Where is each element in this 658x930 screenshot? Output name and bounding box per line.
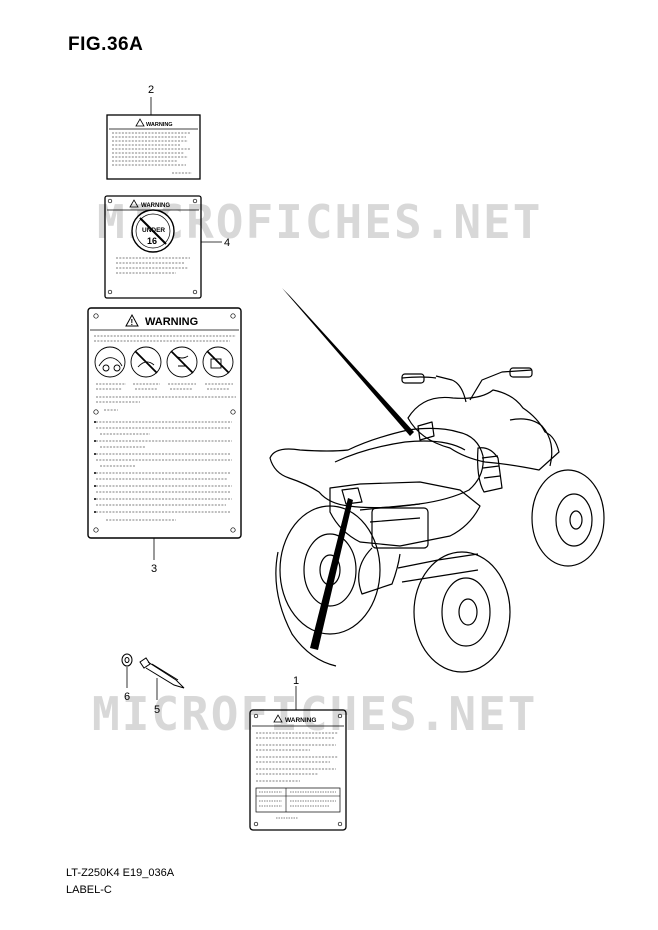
rivet-part-5 <box>139 657 185 689</box>
pictogram-icons <box>94 346 234 378</box>
watermark-bottom: MICROFICHES.NET <box>92 687 537 741</box>
label-4-warning-text: WARNING <box>141 203 170 209</box>
callout-2: 2 <box>148 84 154 96</box>
warning-triangle-icon <box>129 199 139 208</box>
label-2: WARNING <box>106 114 201 180</box>
footer-label: LABEL-C <box>66 884 112 896</box>
callout-3: 3 <box>151 563 157 575</box>
footer-code: LT-Z250K4 E19_036A <box>66 867 175 879</box>
callout-1: 1 <box>293 675 299 687</box>
warning-triangle-icon <box>125 313 139 327</box>
label-1-warning-text: WARNING <box>285 717 316 724</box>
svg-text:!: ! <box>131 318 134 327</box>
warning-triangle-icon <box>135 118 145 127</box>
leader-arrow-lower <box>310 498 353 650</box>
washer-part-6 <box>121 653 133 667</box>
callout-6: 6 <box>124 691 130 703</box>
callout-4: 4 <box>224 237 230 249</box>
figure-title: FIG.36A <box>68 34 144 55</box>
label-2-warning-text: WARNING <box>146 122 173 128</box>
no-under-16-icon: UNDER 16 <box>131 209 175 253</box>
label-3-warning-text: WARNING <box>145 316 198 328</box>
label-1: WARNING <box>249 709 347 831</box>
warning-triangle-icon <box>273 714 283 723</box>
label-4: WARNING UNDER 16 <box>104 195 202 299</box>
under-badge-word: UNDER <box>142 227 165 234</box>
label-3: ! WARNING <box>87 307 242 539</box>
atv-outline <box>269 367 605 673</box>
leader-arrow-upper <box>282 288 414 436</box>
under-badge-age: 16 <box>147 236 157 246</box>
callout-5: 5 <box>154 704 160 716</box>
